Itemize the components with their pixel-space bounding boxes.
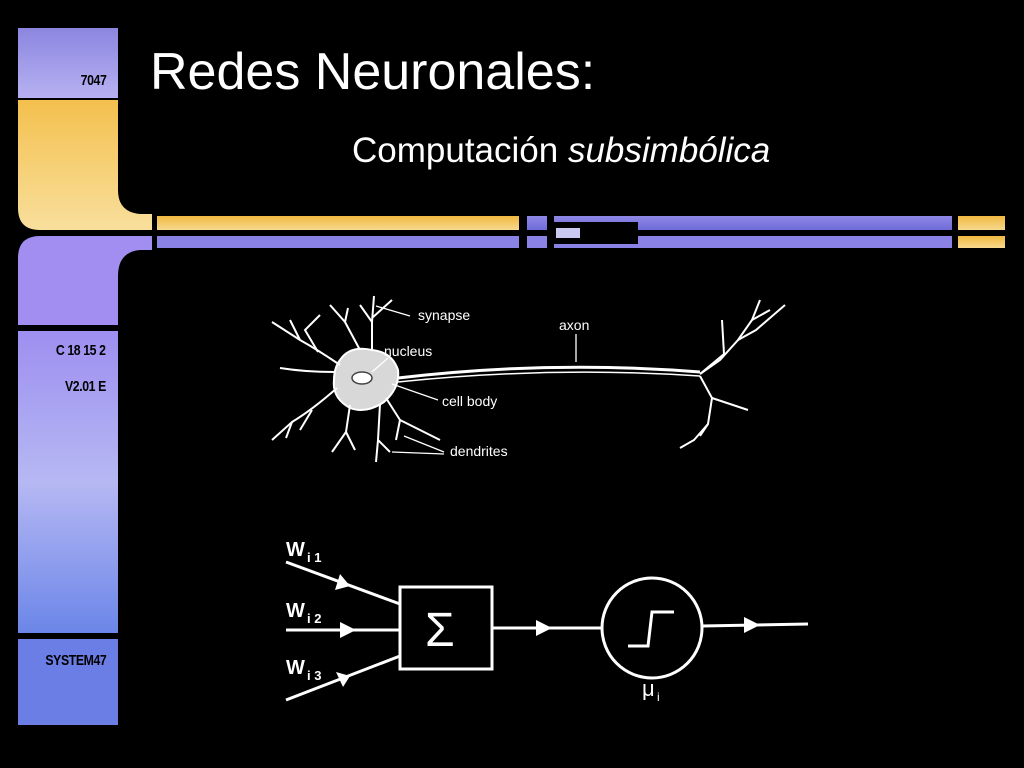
top-bar-blue-1: [527, 216, 547, 230]
top-elbow: [18, 100, 152, 230]
bar-notch-light: [556, 228, 580, 238]
lower-bar-gold-end: [958, 236, 1005, 248]
sidebar-code-mid-1: C 18 15 2: [56, 342, 106, 359]
weight-label-1: W: [286, 539, 305, 561]
activation-circle: [600, 576, 704, 680]
cellbody-pointer: [391, 383, 439, 401]
subtitle-prefix: Computación: [352, 131, 568, 170]
weight-sub-3: i 3: [307, 668, 321, 683]
sidebar-code-mid-2: V2.01 E: [65, 378, 106, 395]
axon-line: [397, 365, 701, 380]
subtitle-emphasis: subsimbólica: [567, 131, 771, 170]
label-axon: axon: [559, 317, 589, 333]
sidebar-code-top: 7047: [80, 72, 106, 89]
slide-title: Redes Neuronales:: [150, 43, 596, 101]
slide-subtitle: Computación subsimbólica: [352, 130, 770, 172]
sidebar-code-bottom: SYSTEM47: [45, 652, 106, 669]
sidebar-top-block: [18, 28, 118, 98]
mu-label: μ: [642, 676, 655, 701]
label-cell-body: cell body: [442, 393, 497, 409]
lower-bar-blue: [157, 236, 519, 248]
step-function-icon: [628, 610, 674, 648]
top-bar-gold-end: [958, 216, 1005, 230]
top-bar-gold: [157, 216, 519, 230]
label-synapse: synapse: [418, 307, 470, 323]
sidebar-mid-block: [18, 331, 118, 633]
label-nucleus: nucleus: [384, 343, 432, 359]
dendrites-pointer: [403, 435, 445, 453]
biological-neuron-diagram: [271, 295, 786, 463]
synapse-dendrite: [371, 295, 375, 350]
lower-elbow: [18, 236, 152, 325]
sigma-symbol: Σ: [425, 604, 455, 657]
perceptron-diagram: [285, 560, 809, 702]
bar-notch: [552, 222, 638, 244]
nucleus-pointer: [371, 357, 389, 373]
weight-sub-1: i 1: [307, 550, 321, 565]
synapse-pointer: [375, 305, 411, 317]
weight-sub-2: i 2: [307, 611, 321, 626]
lower-bar-blue-2: [527, 236, 547, 248]
axon-terminal: [699, 299, 761, 375]
lower-bar-blue-3: [554, 236, 952, 248]
nucleus-shape: [351, 371, 373, 385]
label-dendrites: dendrites: [450, 443, 508, 459]
weight-label-2: W: [286, 600, 305, 622]
weight-label-3: W: [286, 657, 305, 679]
sidebar-bottom-block: [18, 639, 118, 725]
mu-sub: i: [657, 690, 660, 704]
top-bar-blue-2: [554, 216, 952, 230]
